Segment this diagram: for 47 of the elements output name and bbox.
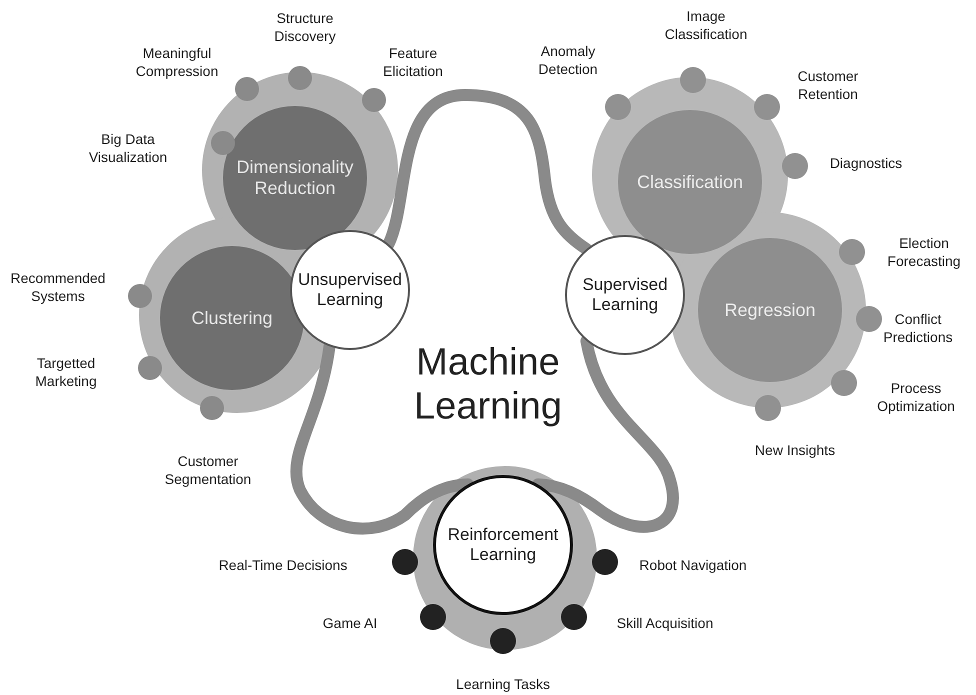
dot bbox=[856, 306, 882, 332]
node-label: Unsupervised Learning bbox=[298, 270, 402, 310]
item-label: Diagnostics bbox=[828, 154, 904, 172]
node-label: Supervised Learning bbox=[581, 275, 669, 315]
dot bbox=[839, 239, 865, 265]
item-label: Real-Time Decisions bbox=[218, 556, 348, 574]
item-label: Customer Retention bbox=[796, 66, 860, 104]
item-label: Skill Acquisition bbox=[616, 614, 714, 632]
item-label: Image Classification bbox=[664, 6, 748, 44]
item-label: Anomaly Detection bbox=[537, 42, 599, 78]
dot bbox=[235, 77, 259, 101]
dot bbox=[782, 153, 808, 179]
item-label: Conflict Predictions bbox=[882, 310, 954, 346]
dot bbox=[392, 549, 418, 575]
diagram-title: Machine Learning bbox=[413, 341, 563, 429]
dot bbox=[420, 604, 446, 630]
item-label: Game AI bbox=[322, 614, 378, 632]
dot bbox=[200, 396, 224, 420]
item-label: Structure Discovery bbox=[273, 8, 337, 46]
connector-line bbox=[532, 335, 679, 533]
item-label: Learning Tasks bbox=[455, 674, 551, 694]
dot bbox=[128, 284, 152, 308]
item-label: Process Optimization bbox=[876, 378, 956, 416]
item-label: Meaningful Compression bbox=[134, 44, 220, 80]
item-label: New Insights bbox=[754, 440, 836, 460]
node-label: Classification bbox=[636, 172, 744, 192]
dot bbox=[680, 67, 706, 93]
dot bbox=[754, 94, 780, 120]
item-label: Big Data Visualization bbox=[88, 130, 168, 166]
node-label: Dimensionality Reduction bbox=[235, 157, 355, 199]
node-label: Clustering bbox=[191, 308, 273, 328]
dot bbox=[831, 370, 857, 396]
dot bbox=[755, 395, 781, 421]
dot bbox=[592, 549, 618, 575]
dot bbox=[362, 88, 386, 112]
item-label: Feature Elicitation bbox=[382, 44, 444, 80]
item-label: Robot Navigation bbox=[638, 556, 748, 574]
item-label: Targetted Marketing bbox=[34, 354, 98, 390]
item-label: Election Forecasting bbox=[886, 234, 962, 270]
node-label: Regression bbox=[724, 300, 816, 320]
item-label: Customer Segmentation bbox=[164, 452, 252, 488]
item-label: Recommended Systems bbox=[10, 268, 106, 306]
dot bbox=[288, 66, 312, 90]
node-label: Reinforcement Learning bbox=[446, 525, 560, 565]
dot bbox=[138, 356, 162, 380]
dot bbox=[605, 94, 631, 120]
connector-line bbox=[382, 89, 592, 255]
